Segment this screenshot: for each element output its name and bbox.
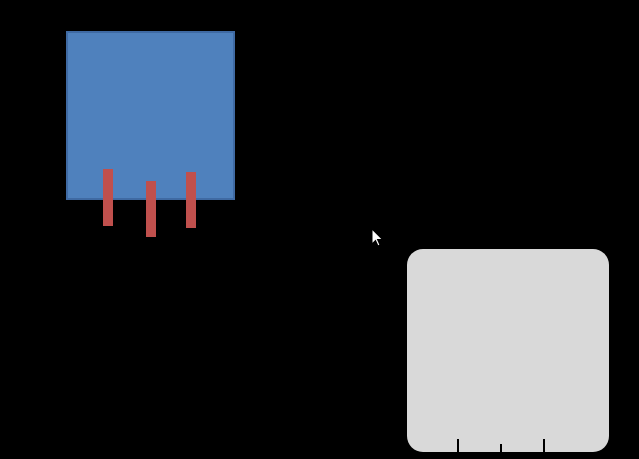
panel-slot (543, 439, 545, 452)
blue-block[interactable] (66, 31, 235, 200)
grey-panel[interactable] (407, 249, 609, 452)
red-peg[interactable] (146, 181, 156, 237)
panel-slot (500, 444, 502, 452)
mouse-pointer-icon (371, 228, 384, 247)
red-peg[interactable] (186, 172, 196, 228)
panel-slot (457, 439, 459, 452)
red-peg[interactable] (103, 169, 113, 226)
